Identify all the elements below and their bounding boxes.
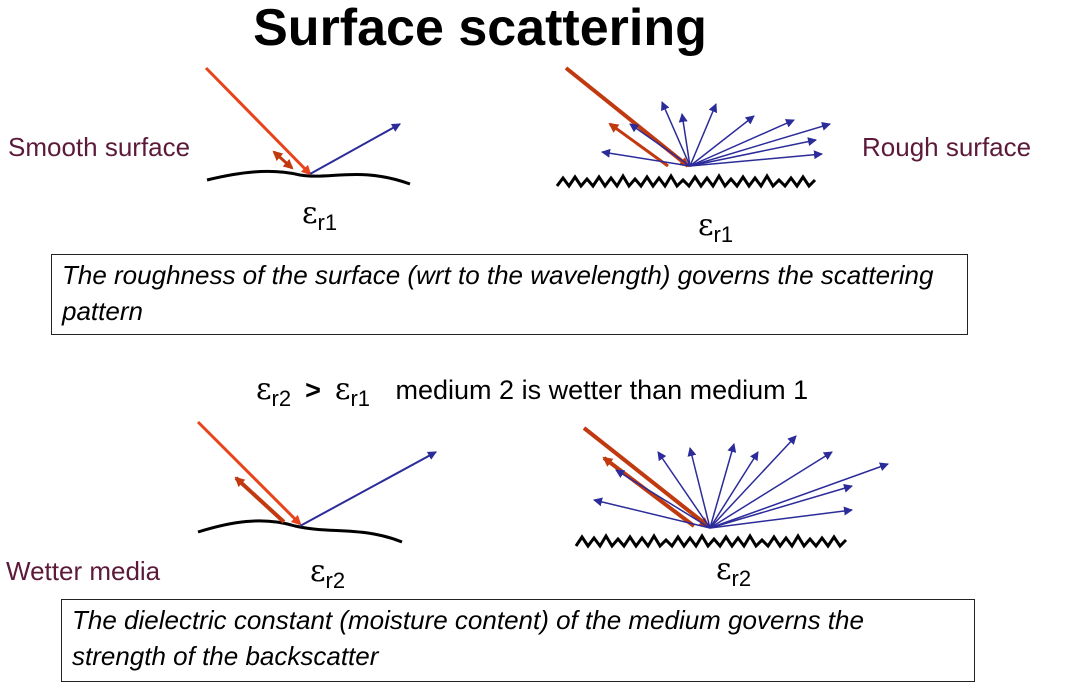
wetter-smooth-diagram: [196, 420, 437, 544]
smooth-surface-line: [197, 519, 403, 544]
epsilon-r2-rough: εr2: [716, 552, 751, 592]
scattered-ray: [689, 115, 755, 167]
wetter-rough-diagram: [574, 426, 889, 549]
epsilon-r2-smooth: εr2: [310, 554, 345, 594]
scattered-ray: [689, 121, 831, 167]
backscatter-ray: [602, 456, 696, 528]
scattered-ray: [657, 451, 711, 529]
epsilon-subscript: r2: [271, 386, 292, 411]
epsilon-subscript: r1: [713, 222, 734, 247]
scattered-ray: [709, 451, 759, 529]
scattered-ray: [689, 119, 795, 167]
specular-ray: [309, 123, 401, 175]
scattered-ray: [689, 103, 718, 167]
scattered-ray: [593, 497, 711, 529]
scattered-ray: [689, 137, 817, 167]
smooth-surface-label: Smooth surface: [8, 132, 191, 162]
epsilon-symbol: ε: [310, 554, 326, 589]
epsilon-subscript: r1: [350, 386, 370, 411]
permittivity-comparison: εr2>εr1 medium 2 is wetter than medium 1: [256, 372, 808, 412]
scattered-ray: [709, 483, 853, 529]
epsilon-r1-smooth: εr1: [302, 196, 337, 236]
epsilon-subscript: r2: [325, 568, 346, 593]
epsilon-r1-rough: εr1: [698, 208, 733, 248]
scattered-ray: [689, 150, 823, 167]
page-title: Surface scattering: [253, 0, 707, 57]
rough-surface-diagram: [555, 66, 831, 189]
scattered-ray: [709, 451, 833, 529]
epsilon-symbol: ε: [334, 372, 351, 407]
rough-surface-line: [555, 173, 817, 189]
scattered-ray: [678, 113, 691, 167]
specular-ray: [299, 451, 437, 527]
scattered-ray: [661, 101, 691, 167]
scattered-ray: [709, 462, 889, 529]
rough-surface-label: Rough surface: [862, 132, 1032, 162]
backscatter-ray: [272, 150, 294, 170]
dielectric-caption: The dielectric constant (moisture conten…: [61, 599, 975, 682]
incident-ray: [582, 426, 710, 528]
smooth-surface-line: [206, 169, 411, 186]
rough-surface-line: [574, 533, 848, 549]
scattered-ray: [629, 123, 691, 167]
greater-than-sign: >: [305, 375, 321, 405]
incident-ray: [204, 66, 312, 176]
comparison-text: medium 2 is wetter than medium 1: [395, 375, 809, 405]
scattered-ray: [709, 506, 853, 529]
roughness-caption: The roughness of the surface (wrt to the…: [51, 254, 968, 335]
epsilon-symbol: ε: [256, 372, 272, 407]
epsilon-subscript: r2: [731, 566, 752, 591]
backscatter-ray: [234, 476, 286, 524]
wetter-media-label: Wetter media: [6, 556, 161, 586]
scattered-ray: [615, 469, 711, 529]
epsilon-symbol: ε: [302, 196, 318, 231]
epsilon-subscript: r1: [317, 210, 338, 235]
scattered-ray: [709, 443, 737, 529]
epsilon-symbol: ε: [698, 208, 714, 243]
scattered-ray: [709, 435, 797, 529]
incident-ray: [196, 420, 302, 526]
epsilon-symbol: ε: [716, 552, 732, 587]
backscatter-ray: [608, 122, 669, 168]
scattered-ray: [687, 447, 711, 529]
smooth-surface-diagram: [204, 66, 411, 186]
scattered-ray: [601, 148, 691, 167]
